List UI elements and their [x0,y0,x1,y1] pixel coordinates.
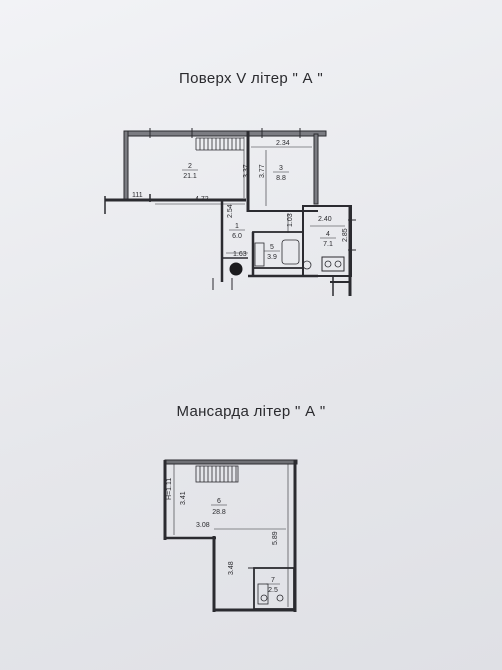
dim-111: 111 [132,192,143,199]
room-7-area: 2.5 [268,587,278,594]
dim-341: 3.41 [180,491,187,505]
attic-stair-symbol [195,465,239,483]
room-3-area: 8.8 [276,175,286,182]
dim-472: 4.72 [195,196,209,203]
room-1-area: 6.0 [232,233,242,240]
room-6-area: 28.8 [212,509,226,516]
stove-icon [321,256,345,272]
room-7-num: 7 [271,577,275,584]
room-2-num: 2 [188,163,192,170]
attic-plan-title: Мансарда літер " А " [176,403,326,420]
dim-589: 5.89 [272,531,279,545]
dim-103: 1.03 [287,213,294,227]
room-3-num: 3 [279,165,283,172]
floor-plan-title: Поверх V літер " А " [179,70,323,87]
dim-348: 3.48 [228,561,235,575]
dim-234: 2.34 [276,140,290,147]
room-6-num: 6 [217,498,221,505]
dim-240: 2.40 [318,216,332,223]
bathtub-icon [254,242,265,267]
dim-height: Н=1.11 [166,478,173,500]
toilet-icon [302,260,312,270]
floor-plan-walls [104,128,356,296]
room-2-area: 21.1 [183,173,197,180]
dim-285: 2.85 [342,228,349,242]
attic-bathtub-icon [257,583,269,605]
dim-377: 3.77 [259,164,266,178]
room-4-num: 4 [326,231,330,238]
dim-163: 1.63 [233,251,247,258]
room-5-num: 5 [270,244,274,251]
dim-337: 3.37 [243,164,250,178]
room-5-area: 3.9 [267,254,277,261]
stair-symbol [195,137,244,151]
dim-308: 3.08 [196,522,210,529]
room-1-num: 1 [235,223,239,230]
room-4-area: 7.1 [323,241,333,248]
dim-254: 2.54 [227,204,234,218]
bathtub-icon [281,239,300,265]
chimney-icon [229,262,243,276]
attic-plan-walls [163,459,298,612]
